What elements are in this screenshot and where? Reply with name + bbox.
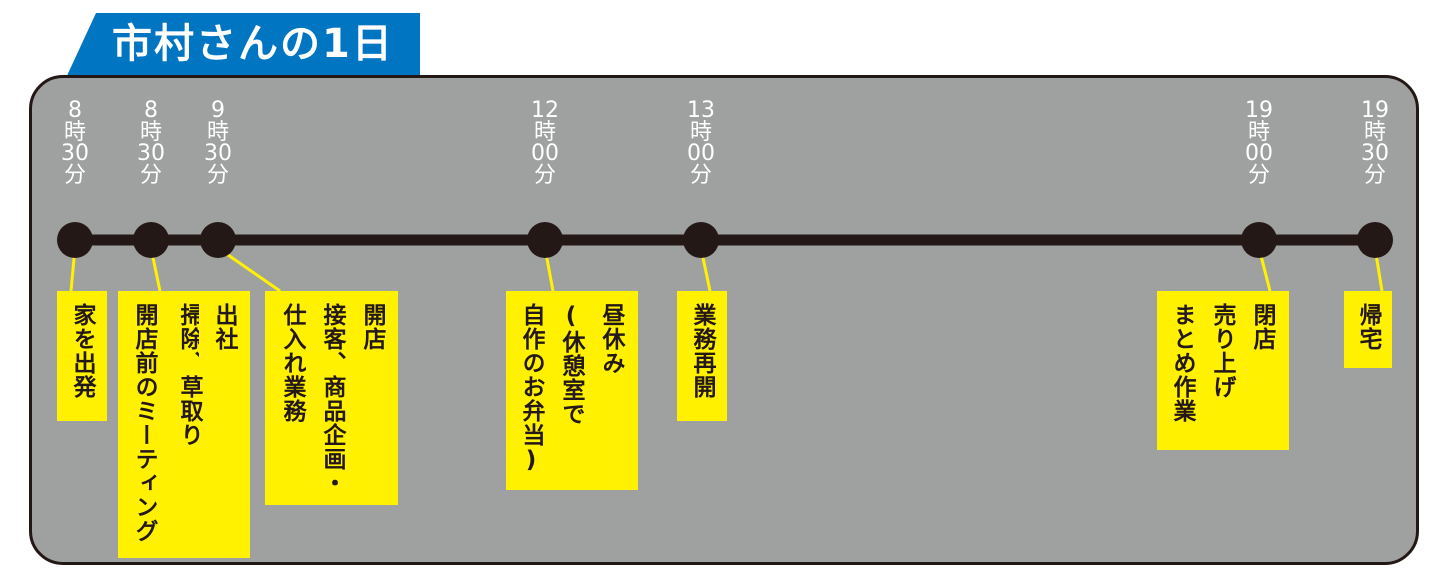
time-label-0930: 9 時 30 分 [193,100,243,186]
time-minute: 00 [687,141,715,166]
timeline-dot-0930 [200,222,236,258]
time-minute: 30 [1361,141,1389,166]
timeline-dot-0830-b [133,222,169,258]
time-minute-unit: 分 [1247,162,1270,188]
time-hour: 19 [1361,98,1389,123]
time-label-1200: 12 時 00 分 [520,100,570,186]
timeline-dot-1200 [527,222,563,258]
time-minute-unit: 分 [206,162,229,188]
time-hour: 8 [144,98,158,123]
event-text: 昼休み [598,303,624,375]
time-minute-unit: 分 [1363,162,1386,188]
page-title: 市村さんの1日 [112,21,394,67]
time-minute: 00 [1245,141,1273,166]
event-text: まとめ作業 [1169,303,1195,423]
title-banner-shape [65,13,420,80]
connector-arrive-office [217,246,281,293]
event-text: 開店前のミーティング [131,303,157,543]
time-label-1900: 19 時 00 分 [1234,100,1284,186]
time-minute: 30 [204,141,232,166]
event-box-store-close: 閉店 売り上げ まとめ作業 [1157,291,1289,450]
event-text: 出社 [211,303,237,351]
event-text: 売り上げ [1209,303,1235,399]
event-box-resume-work: 業務再開 [677,291,727,421]
event-text: 帰宅 [1355,303,1381,351]
event-text: 業務再開 [689,303,715,399]
event-box-arrive-office: 出社 [199,291,249,361]
title-banner [65,13,420,80]
time-minute: 30 [61,141,89,166]
time-hour-unit: 時 [206,119,229,145]
time-hour-unit: 時 [139,119,162,145]
time-hour: 19 [1245,98,1273,123]
time-hour: 12 [531,98,559,123]
time-hour: 8 [68,98,82,123]
timeline-dot-1900 [1241,222,1277,258]
event-box-store-open: 開店 接客、商品企画・ 仕入れ業務 [265,291,398,505]
time-hour-unit: 時 [1247,119,1270,145]
time-minute-unit: 分 [63,162,86,188]
timeline-dot-0830-a [57,222,93,258]
event-text: 家を出発 [69,303,95,399]
time-hour-unit: 時 [63,119,86,145]
event-box-leave-home: 家を出発 [57,291,107,421]
event-text: 掃除、草取り [176,303,202,447]
time-hour: 9 [211,98,225,123]
event-text: 閉店 [1249,303,1275,351]
event-box-go-home: 帰宅 [1344,291,1392,368]
time-hour-unit: 時 [689,119,712,145]
time-hour-unit: 時 [1363,119,1386,145]
time-minute-unit: 分 [139,162,162,188]
time-label-1300: 13 時 00 分 [676,100,726,186]
event-box-lunch-break: 昼休み (休憩室で 自作のお弁当) [506,291,638,490]
event-text: (休憩室で [558,303,584,426]
time-hour-unit: 時 [533,119,556,145]
time-minute-unit: 分 [533,162,556,188]
event-text: 自作のお弁当) [518,303,544,474]
time-label-0830-b: 8 時 30 分 [126,100,176,186]
timeline-dot-1930 [1357,222,1393,258]
event-text: 開店 [359,303,385,351]
time-label-1930: 19 時 30 分 [1350,100,1400,186]
event-text: 仕入れ業務 [279,303,305,423]
time-minute: 30 [137,141,165,166]
time-hour: 13 [687,98,715,123]
timeline-dot-1300 [683,222,719,258]
time-minute: 00 [531,141,559,166]
time-minute-unit: 分 [689,162,712,188]
time-label-0830-a: 8 時 30 分 [50,100,100,186]
event-text: 接客、商品企画・ [319,303,345,495]
